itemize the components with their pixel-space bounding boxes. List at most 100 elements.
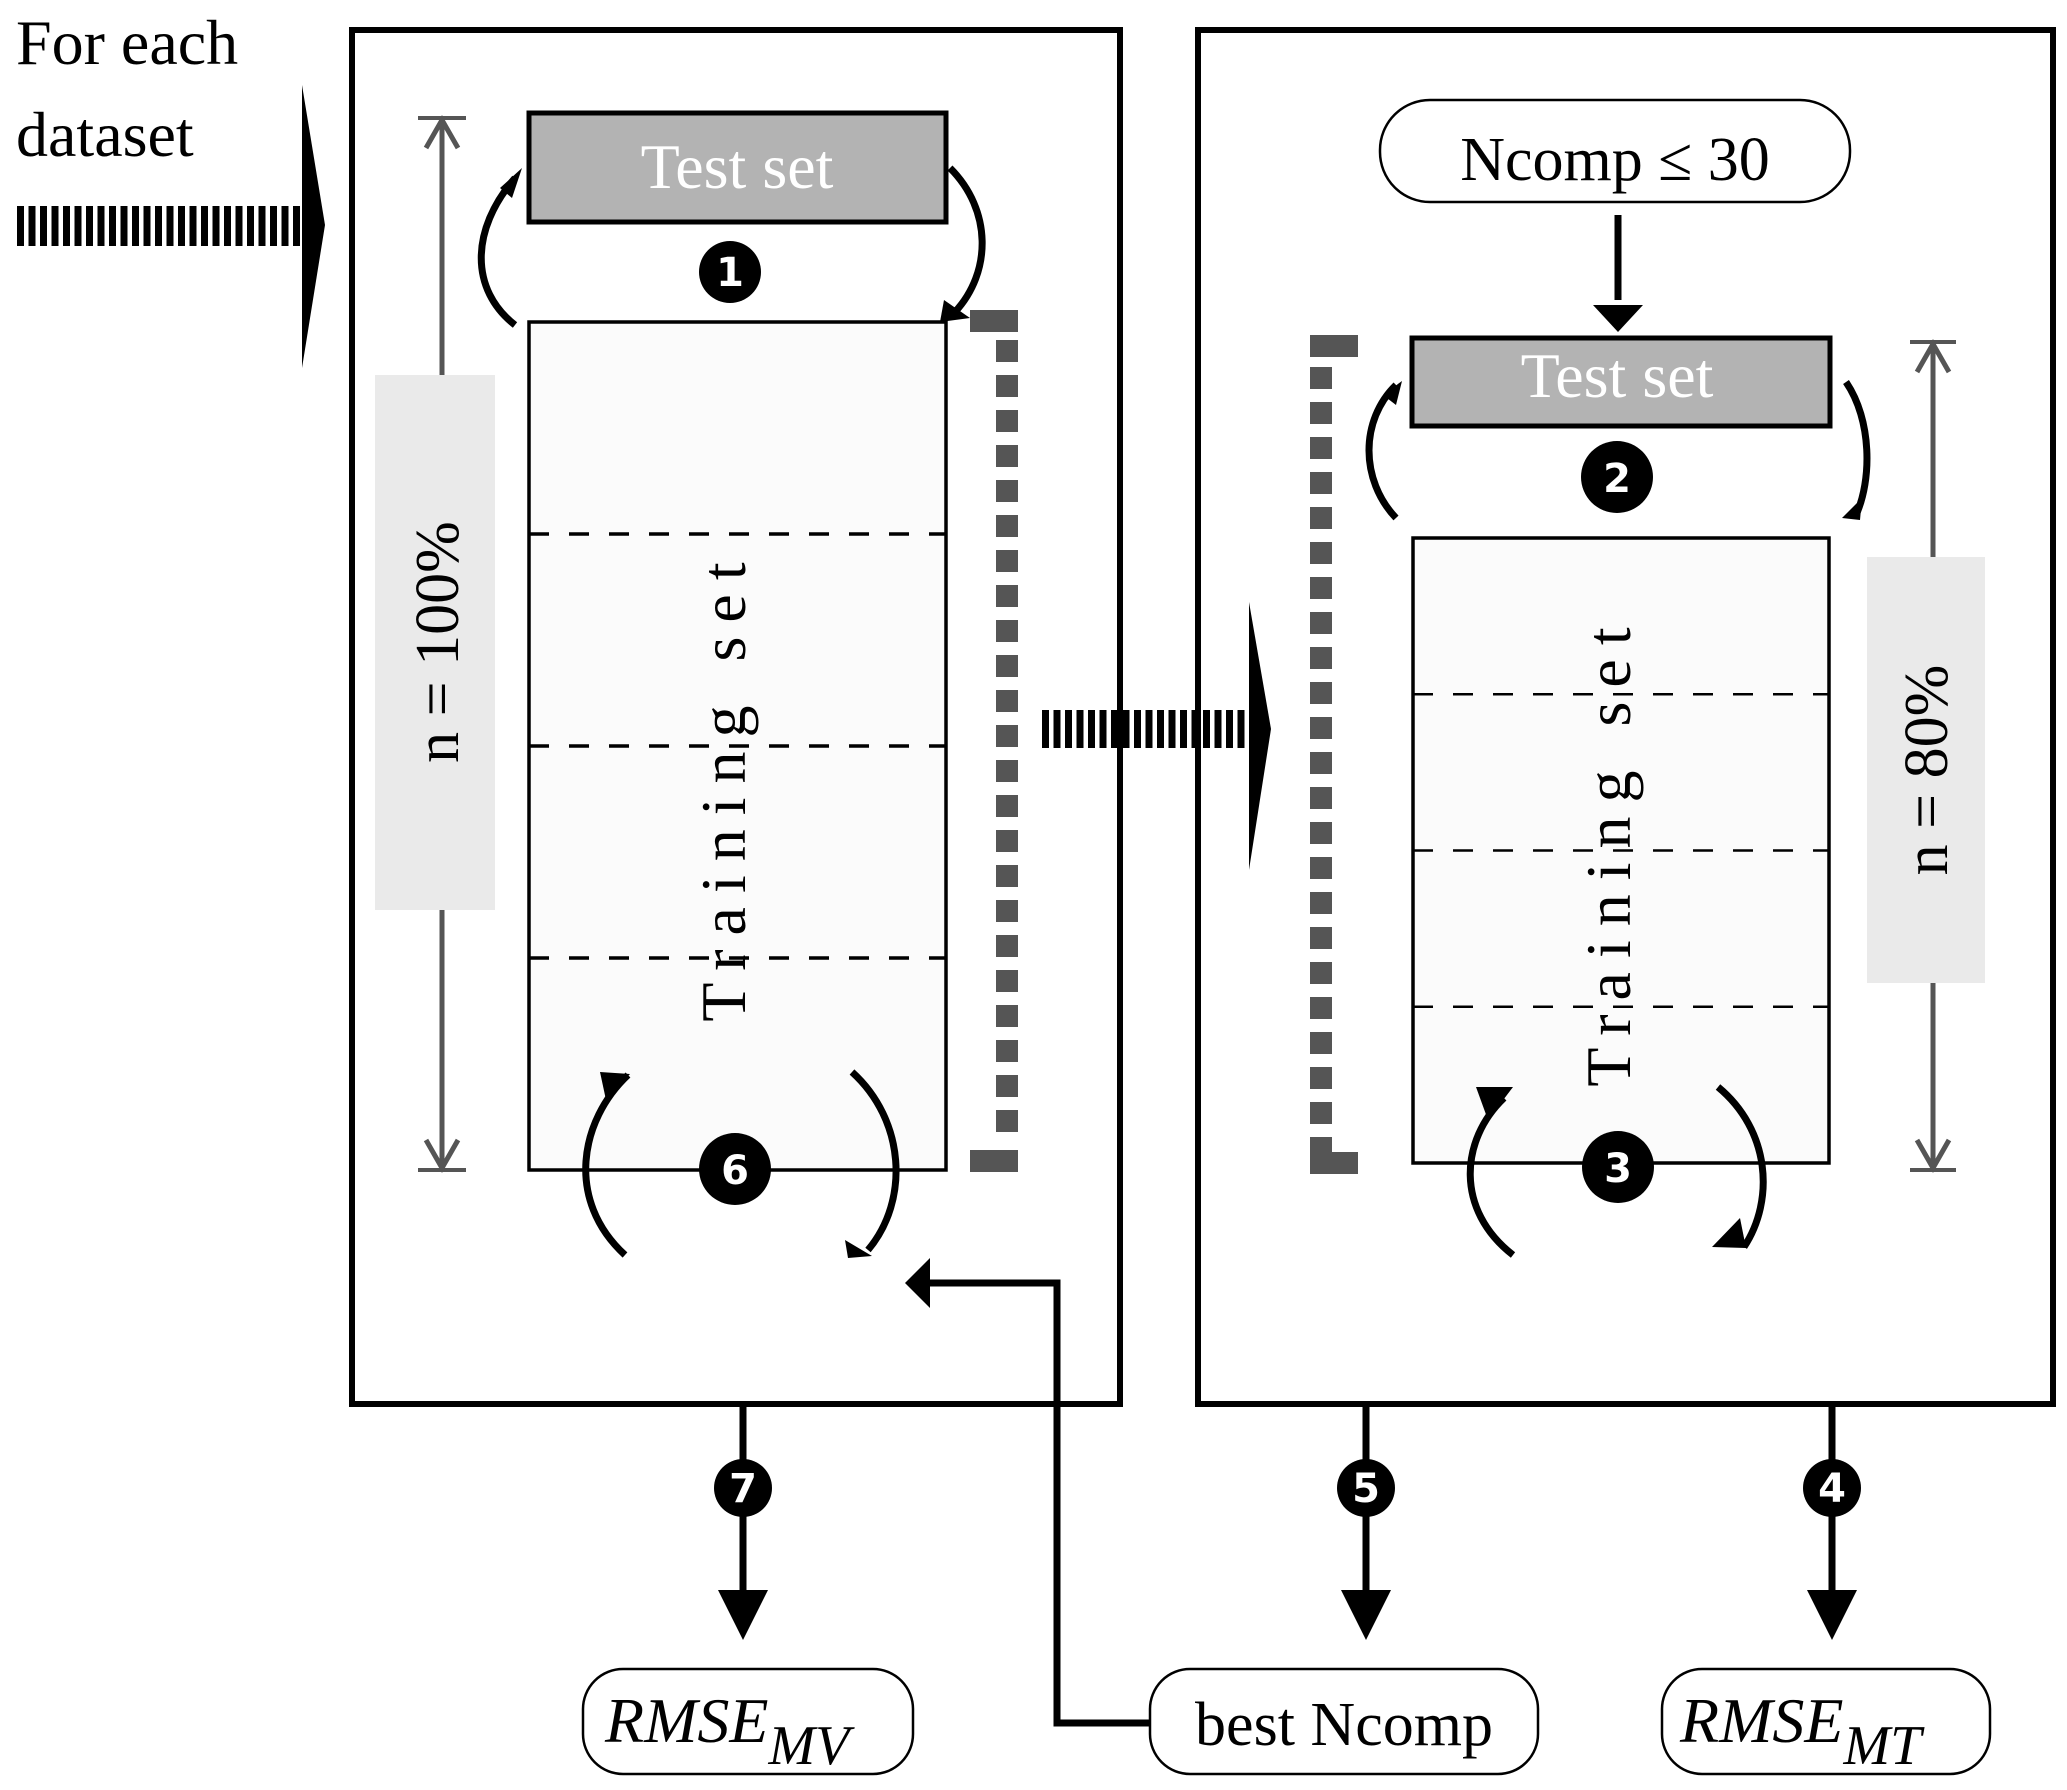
bracket-dash [1310, 507, 1332, 529]
right-swap-arrows-top [1365, 380, 1871, 521]
rmse-mv-sub: MV [768, 1715, 856, 1777]
step-badge-7 [714, 1459, 772, 1517]
right-panel-frame [1195, 27, 2056, 1407]
dash-segment [293, 206, 300, 246]
svg-text:1: 1 [716, 250, 744, 296]
right-test-set-box [1409, 335, 1833, 429]
bracket-dash [996, 585, 1018, 607]
bracket-dash [996, 1075, 1018, 1097]
bracket-dash [996, 760, 1018, 782]
output-arrow-7: 7 [714, 1404, 772, 1640]
bracket-dash [1310, 822, 1332, 844]
right-size-box [1867, 557, 1985, 983]
rmse-mt-sub: MT [1843, 1715, 1926, 1777]
svg-text:7: 7 [729, 1466, 757, 1512]
bracket-dash [996, 655, 1018, 677]
bracket-dash [996, 970, 1018, 992]
dash-segment [1203, 710, 1210, 748]
bracket-dash [1310, 542, 1332, 564]
best-ncomp-label: best Ncomp [1195, 1691, 1493, 1759]
step-badge-2: 2 [1581, 441, 1653, 513]
bracket-dash [1310, 367, 1332, 389]
dash-segment [109, 206, 116, 246]
dash-segment [155, 206, 162, 246]
bracket-dash [996, 620, 1018, 642]
dash-segment [1145, 710, 1153, 748]
bracket-dash [1310, 647, 1332, 669]
best-ncomp-pill: best Ncomp [1148, 1667, 1540, 1776]
bracket-dash [1310, 892, 1332, 914]
dash-segment [1237, 710, 1245, 748]
bracket-dash [996, 725, 1018, 747]
bracket-dash [996, 340, 1018, 362]
right-swap-arrows-bottom [1466, 1084, 1767, 1258]
svg-text:5: 5 [1352, 1466, 1380, 1512]
right-panel: Ncomp ≤ 30 Test set 2 Training set [1195, 27, 2056, 1407]
dash-segment [1122, 710, 1130, 748]
bracket-dash [1310, 402, 1332, 424]
bracket-dash [1310, 927, 1332, 949]
left-size-box [375, 375, 495, 910]
bracket-dash [1310, 717, 1332, 739]
left-swap-arrows-bottom [582, 1069, 900, 1258]
bracket-dash [1310, 1067, 1332, 1089]
right-training-set-label: Training set [1573, 613, 1644, 1086]
bracket-dash [996, 375, 1018, 397]
rmse-mt-pill: RMSEMT [1660, 1667, 1992, 1777]
dash-segment [247, 206, 254, 246]
middle-arrowhead [1249, 602, 1271, 870]
dash-segment [224, 206, 231, 246]
ncomp-limit-pill [1378, 98, 1852, 204]
dash-segment [1053, 710, 1061, 748]
left-test-set-label: Test set [641, 131, 834, 202]
dash-segment [40, 206, 47, 246]
dash-segment [1088, 710, 1095, 748]
right-fold-dividers [1413, 693, 1829, 1008]
output-arrow-5: 5 [1337, 1404, 1395, 1640]
bracket-dash [1310, 787, 1332, 809]
bracket-dash [996, 865, 1018, 887]
left-size-label: n = 100% [404, 521, 472, 763]
middle-arrow [1042, 602, 1271, 870]
bracket-dash [1310, 1032, 1332, 1054]
dash-segment [1134, 710, 1141, 748]
dash-segment [1157, 710, 1164, 748]
rmse-mv-pill: RMSEMV [581, 1667, 915, 1777]
right-size-label: n = 80% [1893, 665, 1961, 876]
bracket-dash [996, 690, 1018, 712]
step-badge-4 [1803, 1459, 1861, 1517]
svg-text:3: 3 [1604, 1146, 1632, 1192]
dash-segment [63, 206, 70, 246]
dash-segment [281, 206, 289, 246]
dash-segment [120, 206, 128, 246]
bracket-dash [996, 445, 1018, 467]
step-badge-3: 3 [1582, 1131, 1654, 1203]
right-size-dimension: n = 80% [1867, 338, 1985, 1174]
left-fold-dividers [529, 532, 946, 960]
bracket-dash [1310, 1102, 1332, 1124]
rmse-mt-main: RMSE [1679, 1685, 1844, 1756]
dash-segment [28, 206, 36, 246]
intro-line-1: For each [16, 7, 238, 78]
bracket-dash [1310, 612, 1332, 634]
dash-segment [1226, 710, 1233, 748]
ncomp-limit-label: Ncomp ≤ 30 [1460, 126, 1770, 194]
dash-segment [1214, 710, 1222, 748]
left-bracket [970, 310, 1018, 1172]
bracket-dash [996, 795, 1018, 817]
dash-segment [212, 206, 220, 246]
rmse-mv-main: RMSE [604, 1685, 769, 1756]
dash-segment [270, 206, 277, 246]
left-swap-arrows-top [477, 165, 986, 328]
dash-segment [201, 206, 208, 246]
bracket-dash [996, 830, 1018, 852]
dash-segment [235, 206, 243, 246]
bracket-dash [1310, 997, 1332, 1019]
dash-segment [178, 206, 185, 246]
bracket-dash [996, 515, 1018, 537]
bracket-dash [996, 1110, 1018, 1132]
bracket-dash [1310, 472, 1332, 494]
svg-text:6: 6 [721, 1148, 749, 1194]
bracket-dash [996, 1005, 1018, 1027]
dash-segment [86, 206, 93, 246]
